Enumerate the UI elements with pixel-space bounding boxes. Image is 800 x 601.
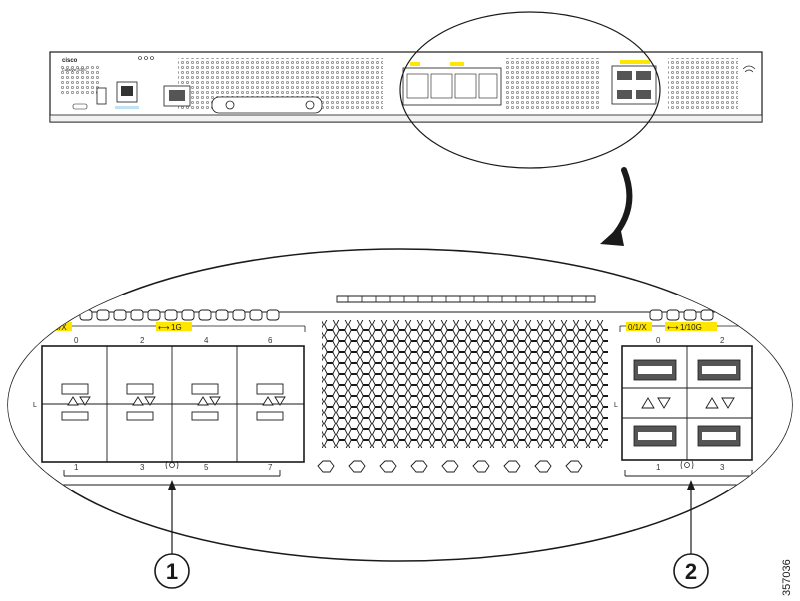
zoom-detail: 0/0/X ⟷ 1G 0 2 4 6 [7, 248, 793, 562]
port-number: 0 [74, 336, 79, 345]
port-number: 1 [74, 463, 79, 472]
usb-c-port [72, 103, 88, 110]
callout-number: 1 [166, 559, 178, 584]
callout-2: 2 [673, 480, 709, 589]
sfp-module-10g: 0/1/X ⟷ 1/10G 0 2 [614, 309, 770, 477]
port-number: 5 [204, 463, 209, 472]
svg-text:⟷: ⟷ [667, 323, 679, 332]
callout-number: 2 [685, 559, 697, 584]
speed-label-10g: 1/10G [680, 323, 702, 332]
svg-text:L: L [33, 402, 37, 409]
sfp-module-1g: 0/0/X ⟷ 1G 0 2 4 6 [33, 309, 306, 477]
link-status-icon [680, 460, 694, 470]
svg-text:Catalyst 8300: Catalyst 8300 [62, 67, 87, 72]
svg-text:L: L [614, 402, 618, 409]
magnify-circle [399, 11, 661, 169]
usb-port [96, 87, 107, 105]
port-number: 1 [656, 463, 661, 472]
port-number: 2 [720, 336, 725, 345]
slot-label-0-1: 0/1/X [628, 323, 647, 332]
zoom-arrow-icon [609, 167, 633, 241]
svg-text:cisco: cisco [62, 58, 78, 64]
port-number: 7 [268, 463, 273, 472]
port-number: 2 [140, 336, 145, 345]
chassis-front-panel: cisco Catalyst 8300 [49, 51, 763, 123]
callout-1: 1 [154, 480, 190, 589]
port-number: 4 [204, 336, 209, 345]
link-status-icon [165, 460, 179, 470]
port-number: 3 [140, 463, 145, 472]
figure-id: 357036 [781, 559, 793, 596]
svg-text:⟷: ⟷ [158, 323, 170, 332]
port-number: 6 [268, 336, 273, 345]
wifi-icon [742, 65, 756, 73]
brand-logo: cisco Catalyst 8300 [62, 58, 87, 72]
port-number: 3 [720, 463, 725, 472]
vent-grille [317, 320, 608, 473]
speed-label-1g: 1G [171, 323, 182, 332]
port-number: 0 [656, 336, 661, 345]
status-leds-icon [138, 56, 154, 60]
